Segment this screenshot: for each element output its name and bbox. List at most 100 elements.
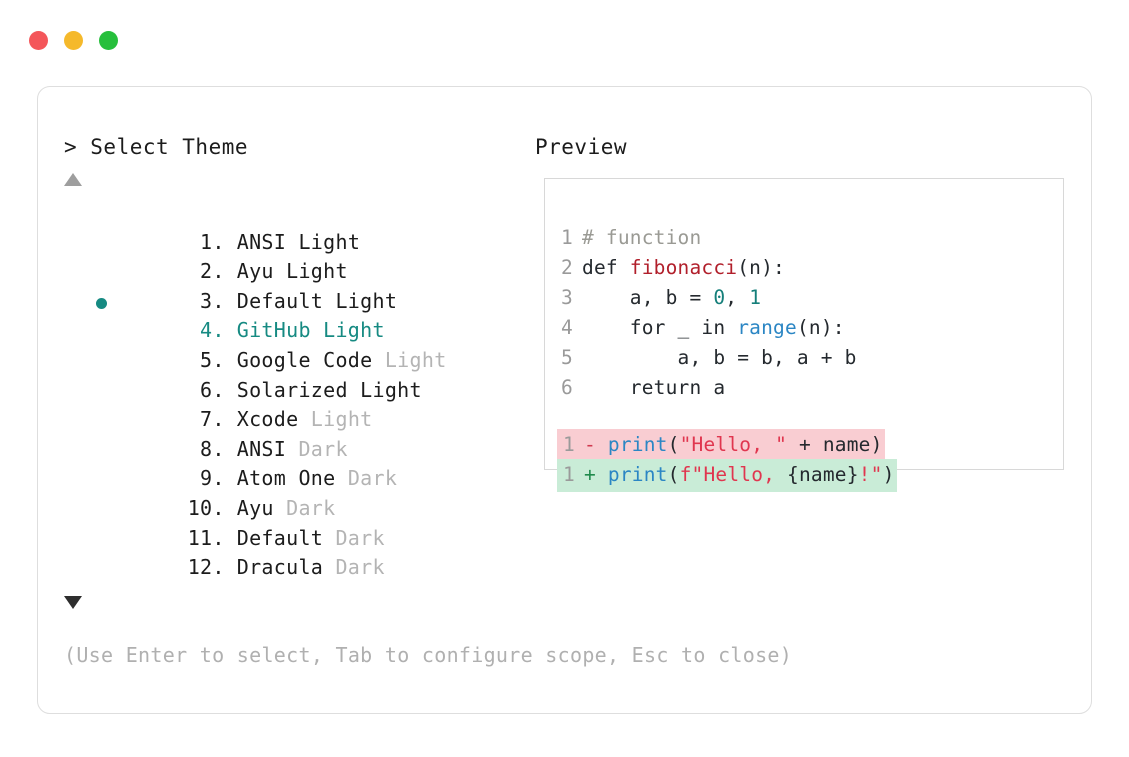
token-string: "Hello, " [679,433,788,456]
item-name: GitHub [236,318,311,343]
item-number: 6. [200,377,225,402]
item-name: Default [236,525,324,550]
item-number: 12. [187,555,225,580]
list-item[interactable]: 11. Default Dark [64,494,504,550]
token-interpolation: {name} [787,463,859,486]
token-number: 1 [749,286,762,309]
code-spacer [557,403,1059,429]
diff-line-removed: 1- print("Hello, " + name) [557,429,1059,462]
code-line: 5 a, b = b, a + b [557,343,1059,373]
list-item[interactable]: 5. Google Code Light [64,316,504,372]
item-name: Atom One [236,466,336,491]
token-punctuation: (n): [737,256,785,279]
token-builtin: print [607,433,668,456]
item-name: Default [236,288,324,313]
list-item[interactable]: 1. ANSI Light [64,198,504,254]
token-string: !" [858,463,883,486]
item-number: 10. [187,495,225,520]
line-number: 1 [563,433,575,456]
list-item[interactable]: 2. Ayu Light [64,228,504,283]
scroll-up-icon[interactable] [64,173,82,186]
keyboard-hint: (Use Enter to select, Tab to configure s… [64,643,793,667]
line-number: 3 [561,286,573,309]
code-line: 3 a, b = 0, 1 [557,283,1059,313]
list-item[interactable]: 3. Default Light [64,257,504,313]
token-punctuation: (n): [796,316,845,339]
token-builtin: range [737,316,797,339]
maximize-icon[interactable] [99,31,118,50]
token-punctuation: , [725,286,750,309]
list-item[interactable]: 10.Ayu Dark [64,464,504,520]
item-variant: Light [335,288,398,313]
diff-sign-removed: - [584,433,596,456]
token-punctuation: ( [667,433,680,456]
item-variant: Light [323,318,385,343]
item-name: ANSI [236,436,287,461]
diff-sign-added: + [584,463,596,486]
item-variant: Light [384,347,447,372]
line-number: 4 [561,316,573,339]
page-title: > Select Theme [64,135,249,159]
item-number: 1. [200,229,225,254]
list-item[interactable]: 9.Atom One Dark [64,435,504,490]
line-number: 1 [563,463,575,486]
token-builtin: print [607,463,668,486]
selected-bullet-icon [96,297,107,309]
item-number: 5. [200,347,225,372]
item-number: 8. [200,436,225,461]
list-item[interactable]: 8. ANSI Dark [64,405,504,461]
diff-line-added: 1 + print(f"Hello, {name}!") [557,459,1059,492]
item-name: Dracula [236,555,324,580]
token-text: for _ in [582,316,738,339]
line-number: 1 [561,226,573,249]
code-line: 2 def fibonacci(n): [557,253,1059,283]
line-number: 2 [561,256,573,279]
line-number: 5 [561,346,573,369]
theme-list: 1. ANSI Light 2. Ayu Light 3. Default Light… [64,198,504,579]
item-number: 3. [200,288,225,313]
item-variant: Dark [298,436,348,461]
close-icon[interactable] [29,31,48,50]
item-number: 2. [200,259,225,284]
code-line: 1 # function [557,223,1059,253]
item-name: Google Code [236,347,373,372]
token-comment: # function [582,226,702,249]
token-text: a, b = b, a + b [582,346,857,369]
item-name: ANSI [236,229,287,254]
token-keyword: def [582,256,630,279]
item-name: Xcode [236,407,299,432]
list-item[interactable]: 12. Dracula Dark [64,524,504,579]
item-variant: Dark [335,525,385,550]
scroll-down-icon[interactable] [64,596,82,609]
item-variant: Light [298,229,361,254]
preview-label: Preview [535,135,628,159]
item-variant: Dark [286,495,336,520]
token-string: f"Hello, [679,463,788,486]
token-text: a, b = [582,286,714,309]
list-item-selected[interactable]: 4. GitHub Light [64,287,504,342]
list-item[interactable]: 7. Xcode Light [64,376,504,431]
token-punctuation: ) [882,463,895,486]
token-text: return a [582,376,726,399]
item-variant: Dark [335,555,385,580]
token-text: + name) [787,433,883,456]
item-name: Solarized [236,377,348,402]
item-number: 11. [187,525,225,550]
code-line: 6 return a [557,373,1059,403]
item-number: 7. [200,407,225,432]
token-function-name: fibonacci [629,256,738,279]
list-item[interactable]: 6. Solarized Light [64,346,504,402]
item-variant: Light [360,377,422,402]
token-punctuation: ( [667,463,680,486]
item-number: 4. [200,318,225,343]
token-number: 0 [713,286,726,309]
code-line: 4 for _ in range(n): [557,313,1059,343]
item-variant: Light [310,407,373,432]
item-variant: Dark [347,466,398,491]
minimize-icon[interactable] [64,31,83,50]
theme-picker-card: > Select Theme Preview 1. ANSI Light 2. Ay… [37,86,1092,714]
item-name: Ayu [236,259,274,284]
